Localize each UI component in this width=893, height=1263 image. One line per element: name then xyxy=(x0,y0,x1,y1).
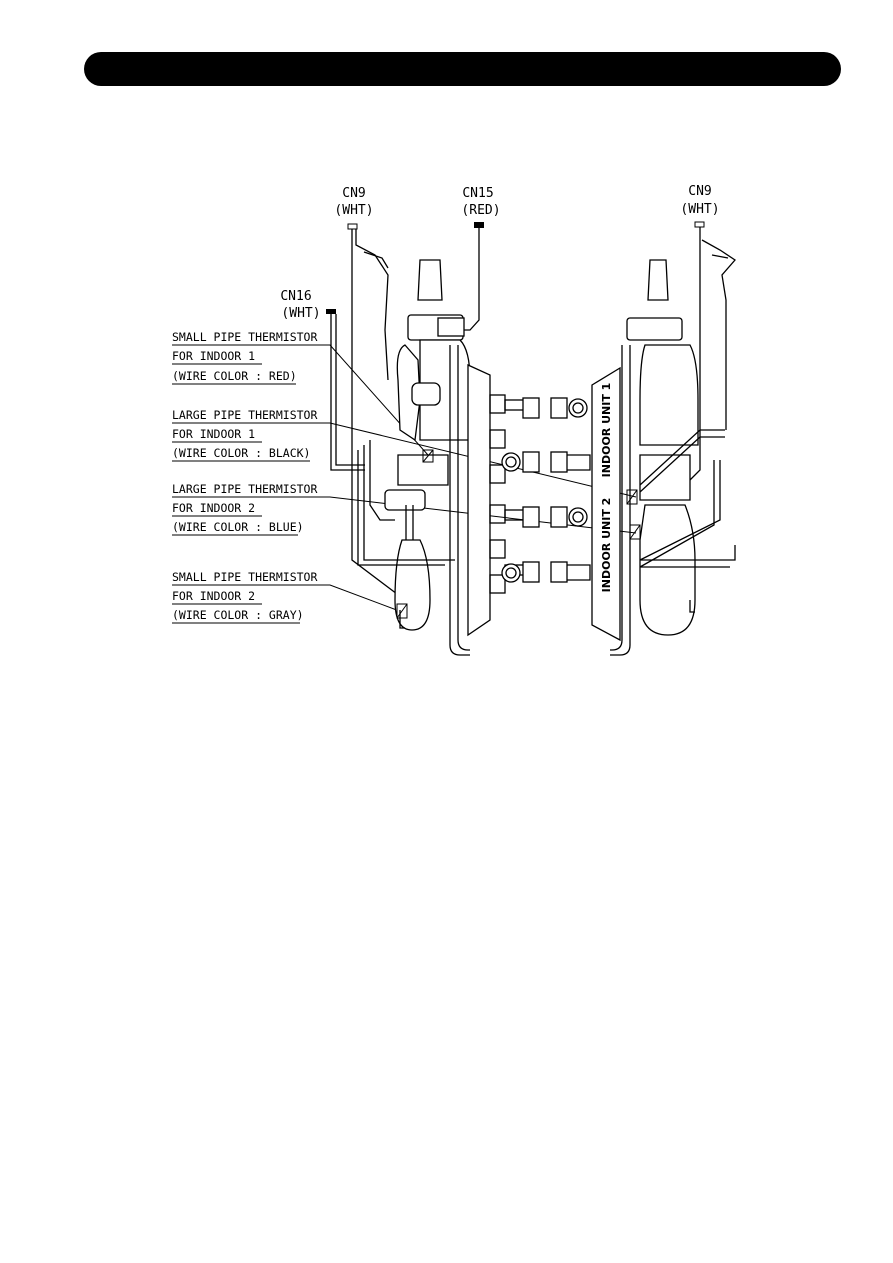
svg-text:(WIRE COLOR : BLACK): (WIRE COLOR : BLACK) xyxy=(172,446,310,460)
svg-text:LARGE PIPE THERMISTOR: LARGE PIPE THERMISTOR xyxy=(172,408,317,422)
svg-text:(WIRE COLOR : GRAY): (WIRE COLOR : GRAY) xyxy=(172,608,304,622)
thermistor-mark xyxy=(422,449,434,463)
connector-color: (WHT) xyxy=(334,203,373,218)
thermistor-label-1: SMALL PIPE THERMISTOR FOR INDOOR 1 (WIRE… xyxy=(172,330,317,385)
svg-text:(WIRE COLOR : RED): (WIRE COLOR : RED) xyxy=(172,369,297,383)
svg-text:SMALL PIPE THERMISTOR: SMALL PIPE THERMISTOR xyxy=(172,330,317,344)
thermistor-mark xyxy=(626,489,638,505)
indoor-unit-2-label: INDOOR UNIT 2 xyxy=(600,498,613,593)
thermistor-mark xyxy=(629,524,641,540)
right-valve-assembly: INDOOR UNIT 1 INDOOR UNIT 2 xyxy=(550,227,736,656)
svg-text:FOR INDOOR 1: FOR INDOOR 1 xyxy=(172,349,255,363)
connector-plug xyxy=(326,309,336,314)
indoor-unit-1-label: INDOOR UNIT 1 xyxy=(600,383,613,478)
header-bar xyxy=(84,52,841,86)
connector-color: (RED) xyxy=(461,203,500,218)
connector-name: CN9 xyxy=(688,184,711,199)
connector-name: CN16 xyxy=(280,289,311,304)
svg-text:FOR INDOOR 2: FOR INDOOR 2 xyxy=(172,501,255,515)
connector-color: (WHT) xyxy=(281,306,320,321)
svg-text:LARGE PIPE THERMISTOR: LARGE PIPE THERMISTOR xyxy=(172,482,317,496)
connector-name: CN15 xyxy=(462,186,493,201)
connector-cn16: CN16 (WHT) xyxy=(280,289,320,321)
thermistor-label-2: LARGE PIPE THERMISTOR FOR INDOOR 1 (WIRE… xyxy=(172,408,317,462)
svg-text:FOR INDOOR 2: FOR INDOOR 2 xyxy=(172,589,255,603)
svg-text:SMALL PIPE THERMISTOR: SMALL PIPE THERMISTOR xyxy=(172,570,317,584)
connector-color: (WHT) xyxy=(680,202,719,217)
svg-text:FOR INDOOR 1: FOR INDOOR 1 xyxy=(172,427,255,441)
connector-name: CN9 xyxy=(342,186,365,201)
thermistor-label-4: SMALL PIPE THERMISTOR FOR INDOOR 2 (WIRE… xyxy=(172,570,317,624)
svg-text:(WIRE COLOR : BLUE): (WIRE COLOR : BLUE) xyxy=(172,520,304,534)
connector-cn15: CN15 (RED) xyxy=(461,186,500,218)
connector-plug xyxy=(347,223,358,230)
connector-cn9-left: CN9 (WHT) xyxy=(334,186,373,218)
thermistor-label-3: LARGE PIPE THERMISTOR FOR INDOOR 2 (WIRE… xyxy=(172,482,317,536)
thermistor-mark xyxy=(396,603,408,619)
connector-plug xyxy=(474,222,484,228)
connector-plug xyxy=(694,221,705,228)
left-valve-assembly xyxy=(330,228,540,656)
connector-cn9-right: CN9 (WHT) xyxy=(680,184,719,217)
